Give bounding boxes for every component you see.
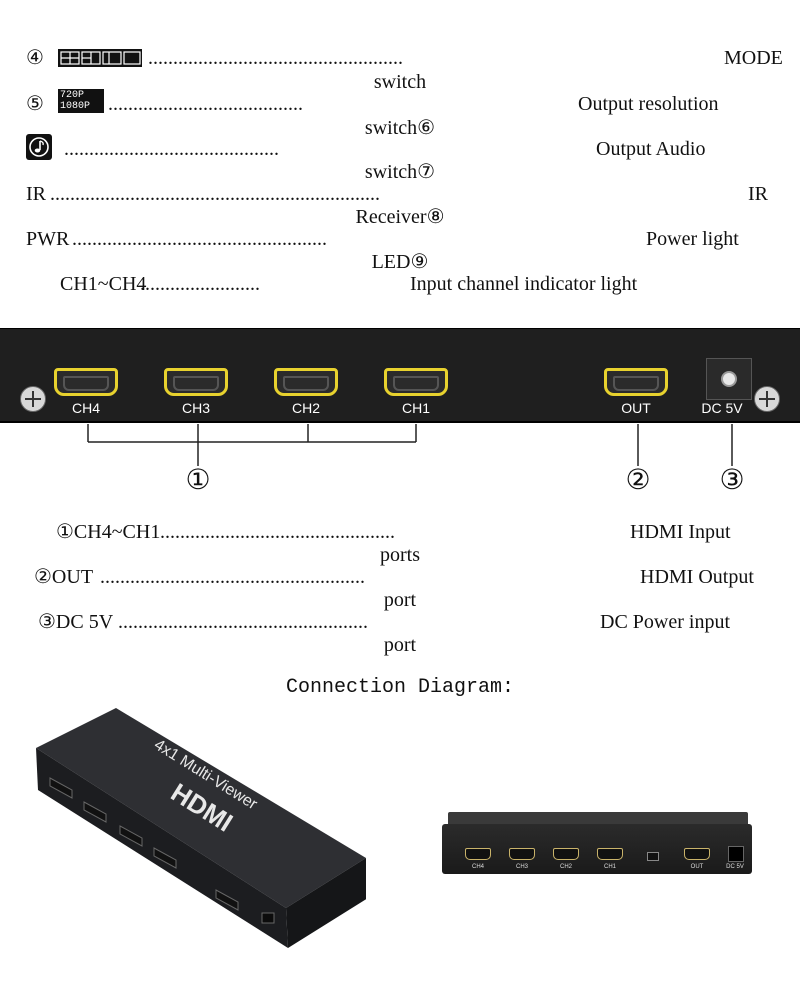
- dot-leader: ........................: [140, 273, 260, 295]
- item-label: HDMI Output: [640, 566, 754, 588]
- audio-note-icon: [26, 134, 52, 160]
- hdmi-port-ch3: [164, 368, 228, 396]
- item-prefix: CH1~CH4: [60, 273, 147, 295]
- item-prefix: ③DC 5V: [38, 611, 114, 633]
- item-prefix: IR: [26, 183, 46, 205]
- screw-right-icon: [754, 386, 780, 412]
- item-label: DC Power input: [600, 611, 730, 633]
- port-label-ch3: CH3: [181, 400, 210, 416]
- photo-port-ch2: [553, 848, 579, 860]
- port-label-dc: DC 5V: [701, 400, 743, 416]
- item-prefix: ①CH4~CH1: [56, 521, 161, 543]
- item-continuation: port: [383, 634, 417, 656]
- photo-label-ch1: CH1: [603, 864, 616, 870]
- hdmi-port-ch2: [274, 368, 338, 396]
- dot-leader: ........................................…: [148, 47, 403, 69]
- callout-2: ②: [625, 465, 651, 496]
- photo-port-out: [684, 848, 710, 860]
- photo-port-ch4: [465, 848, 491, 860]
- callout-1: ①: [185, 465, 211, 496]
- dot-leader: ........................................…: [100, 566, 365, 588]
- item-continuation: LED⑨: [371, 251, 429, 273]
- hdmi-port-ch4: [54, 368, 118, 396]
- photo-label-ch4: CH4: [471, 864, 484, 870]
- item-number: ⑤: [26, 93, 44, 115]
- item-continuation: ports: [380, 544, 420, 566]
- photo-label-dc: DC 5V: [726, 864, 744, 870]
- dot-leader: ........................................…: [50, 183, 380, 205]
- dot-leader: ........................................…: [72, 228, 327, 250]
- photo-usb-port: [647, 852, 659, 861]
- item-label: Input channel indicator light: [410, 273, 638, 295]
- screw-left-icon: [20, 386, 46, 412]
- port-label-ch2: CH2: [291, 400, 320, 416]
- photo-dc-jack: [728, 846, 744, 862]
- item-continuation: switch⑥: [364, 117, 436, 139]
- item-number: ④: [26, 47, 44, 69]
- item-continuation: port: [383, 589, 417, 611]
- photo-port-ch1: [597, 848, 623, 860]
- photo-label-ch3: CH3: [515, 864, 528, 870]
- callout-lines: [87, 424, 733, 466]
- hdmi-port-out: [604, 368, 668, 396]
- port-label-ch4: CH4: [71, 400, 100, 416]
- dc-jack: [706, 358, 752, 400]
- dot-leader: ........................................…: [160, 521, 395, 543]
- product-photo-angled: HDMI 4x1 Multi-Viewer: [36, 708, 366, 948]
- item-label: MODE: [724, 47, 783, 69]
- item-label: HDMI Input: [630, 521, 731, 543]
- photo-label-ch2: CH2: [559, 864, 572, 870]
- item-continuation: switch⑦: [364, 161, 436, 183]
- mode-icon: [58, 49, 142, 67]
- resolution-1080: 1080P: [60, 101, 91, 112]
- dot-leader: ........................................…: [118, 611, 368, 633]
- item-label: Power light: [646, 228, 739, 250]
- port-label-ch1: CH1: [401, 400, 430, 416]
- photo-label-out: OUT: [690, 864, 704, 870]
- product-photo-rear-top: [448, 812, 748, 826]
- item-prefix: ②OUT: [34, 566, 94, 588]
- callout-3: ③: [719, 465, 745, 496]
- dot-leader: ........................................…: [64, 138, 279, 160]
- item-label: Output resolution: [578, 93, 719, 115]
- dot-leader: .......................................: [108, 93, 303, 115]
- item-label: IR: [748, 183, 768, 205]
- resolution-720: 720P: [60, 90, 85, 101]
- item-prefix: PWR: [26, 228, 70, 250]
- connection-diagram-title: Connection Diagram:: [285, 676, 515, 699]
- item-label: Output Audio: [596, 138, 706, 160]
- hdmi-port-ch1: [384, 368, 448, 396]
- resolution-icon: 720P 1080P: [58, 89, 104, 113]
- port-label-out: OUT: [621, 400, 651, 416]
- item-continuation: Receiver⑧: [355, 206, 445, 228]
- photo-port-ch3: [509, 848, 535, 860]
- item-continuation: switch: [373, 71, 427, 93]
